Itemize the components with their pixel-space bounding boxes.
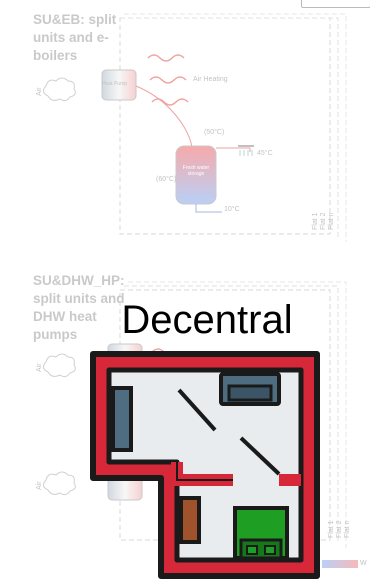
air-heating-label: Air Heating (193, 76, 228, 83)
flat-n-label-b: Flat n (344, 520, 351, 538)
flat-2-label-a: Flat 2 (320, 212, 327, 230)
flat-n-label-a: Flat n (328, 212, 335, 230)
temp-50-label: (50°C) (204, 129, 225, 136)
air-label-2: Air (36, 363, 43, 372)
storage-label: Fresh water storage (182, 165, 210, 177)
legend-label: W (360, 560, 367, 567)
air-label-3: Air (36, 481, 43, 490)
top-right-button[interactable] (301, 0, 370, 8)
heat-pump-label: Heat Pump (102, 81, 128, 87)
temp-45-label: 45°C (257, 150, 273, 157)
section-title-2: SU&DHW_HP: split units and DHW heat pump… (33, 273, 125, 342)
flat-1-label-a: Flat 1 (312, 212, 319, 230)
decentral-title: Decentral (121, 298, 293, 342)
air-label-1: Air (36, 87, 43, 96)
flat-2-label-b: Flat 2 (336, 520, 343, 538)
flat-1-label-b: Flat 1 (328, 520, 335, 538)
floor-plan-icon (90, 351, 320, 579)
section-title-1: SU&EB: split units and e- boilers (33, 12, 117, 63)
temp-10-label: 10°C (224, 206, 240, 213)
temp-60-label: (60°C) (156, 176, 177, 183)
